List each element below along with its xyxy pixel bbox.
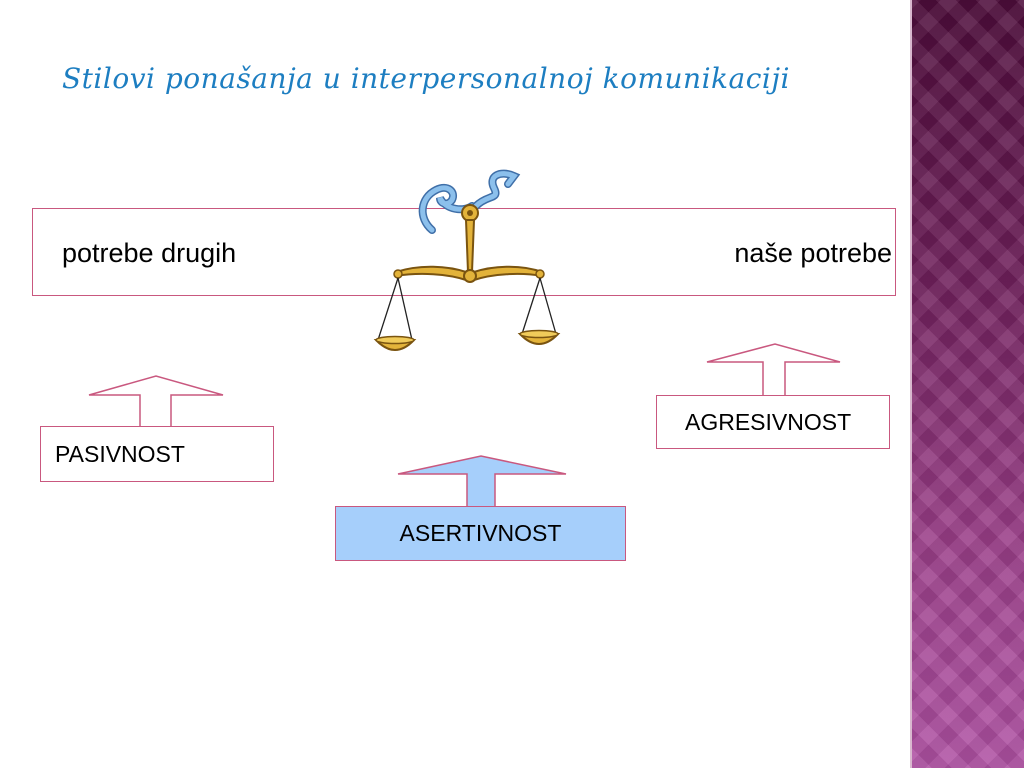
assertive-box: ASERTIVNOST xyxy=(335,506,626,561)
passive-label: PASIVNOST xyxy=(55,440,185,467)
aggressive-label: AGRESIVNOST xyxy=(685,408,852,435)
passive-arrow xyxy=(88,375,224,427)
aggressive-arrow xyxy=(706,343,841,396)
passive-box: PASIVNOST xyxy=(40,426,274,482)
diagram-arrows xyxy=(88,343,841,509)
aggressive-box: AGRESIVNOST xyxy=(656,395,890,449)
band-left-label: potrebe drugih xyxy=(62,238,237,268)
decorative-sidebar xyxy=(912,0,1024,768)
band-right-label: naše potrebe xyxy=(734,238,892,268)
balance-scale-icon xyxy=(373,169,561,351)
assertive-label: ASERTIVNOST xyxy=(399,520,562,546)
assertive-arrow xyxy=(397,455,567,509)
sidebar-divider xyxy=(910,0,913,768)
slide-title: Stilovi ponašanja u interpersonalnoj kom… xyxy=(62,62,790,95)
